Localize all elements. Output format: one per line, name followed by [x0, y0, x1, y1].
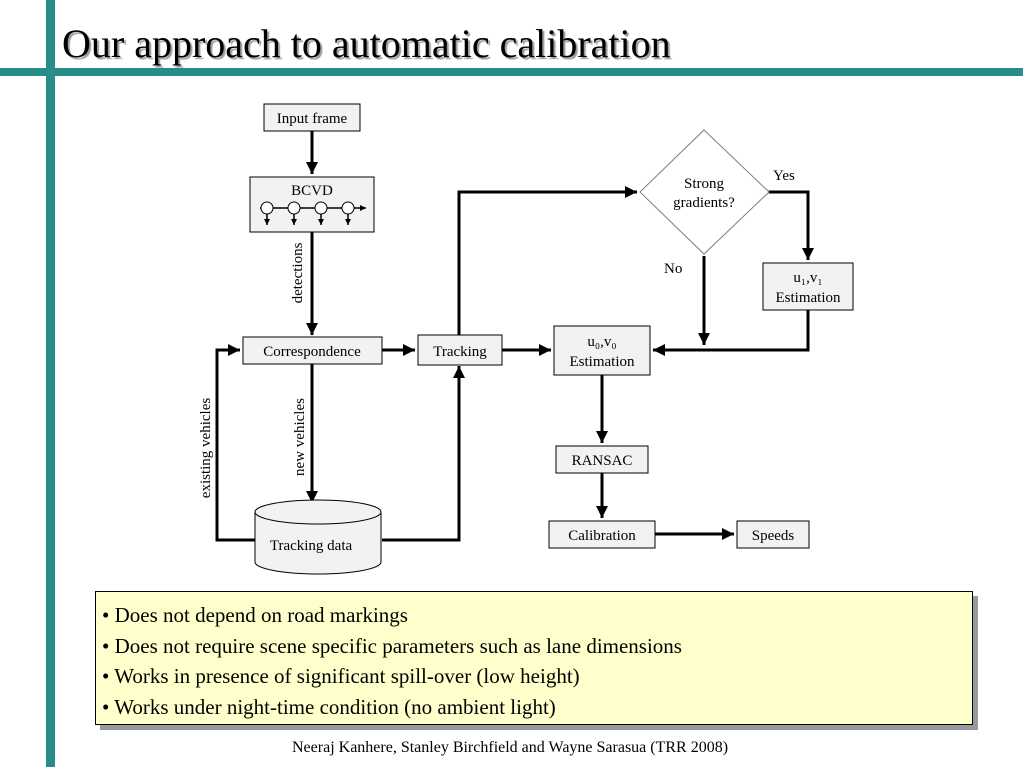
node-u0v0-line1: u₀,v₀ — [587, 334, 616, 350]
edge-label-existing-vehicles: existing vehicles — [198, 398, 214, 499]
node-speeds-label: Speeds — [752, 528, 795, 544]
flowchart-diagram: Input frame BCVD Correspondence Tracking — [198, 103, 854, 575]
edge-tracking-data-to-tracking — [382, 366, 465, 542]
node-u1v1-estimation: u₁,v₁ Estimation — [762, 262, 854, 311]
bullet-item: • Does not depend on road markings — [102, 603, 408, 627]
node-tracking-data: Tracking data — [254, 499, 382, 575]
node-ransac: RANSAC — [555, 445, 649, 474]
slide-footer-citation: Neeraj Kanhere, Stanley Birchfield and W… — [292, 739, 729, 756]
node-u0v0-estimation: u₀,v₀ Estimation — [553, 325, 651, 376]
node-tracking-label: Tracking — [433, 344, 487, 360]
node-calibration-label: Calibration — [568, 528, 636, 544]
node-bcvd: BCVD — [249, 176, 375, 233]
node-correspondence: Correspondence — [242, 336, 383, 365]
node-u1v1-line1: u₁,v₁ — [793, 270, 822, 286]
edge-label-yes: Yes — [773, 168, 795, 184]
slide-title: Our approach to automatic calibration — [62, 21, 671, 66]
node-u0v0-line2: Estimation — [570, 354, 635, 370]
bullet-item: • Does not require scene specific parame… — [102, 633, 682, 658]
node-input-frame-label: Input frame — [277, 111, 348, 127]
node-tracking: Tracking — [417, 334, 503, 366]
node-strong-gradients: Strong gradients? — [639, 129, 770, 255]
node-ransac-label: RANSAC — [572, 453, 633, 469]
edge-label-new-vehicles: new vehicles — [292, 398, 308, 476]
edge-label-no: No — [664, 261, 682, 277]
node-strong-gradients-line1: Strong — [684, 176, 725, 192]
edge-label-detections: detections — [290, 242, 306, 303]
node-correspondence-label: Correspondence — [263, 344, 361, 360]
bullet-item: • Works under night-time condition (no a… — [102, 694, 556, 719]
node-bcvd-label: BCVD — [291, 183, 333, 199]
node-u1v1-line2: Estimation — [776, 290, 841, 306]
edge-u1v1-to-u0v0 — [653, 310, 810, 356]
diagram-edges — [215, 131, 814, 542]
edge-tracking-to-strong-gradients — [457, 186, 637, 335]
bullet-box: • Does not depend on road markings • Doe… — [95, 591, 973, 725]
node-strong-gradients-line2: gradients? — [673, 195, 735, 211]
edge-yes-to-u1v1 — [768, 190, 814, 260]
node-tracking-data-label: Tracking data — [270, 538, 353, 554]
bullet-item: • Works in presence of significant spill… — [102, 664, 580, 688]
edge-tracking-data-to-correspondence — [215, 344, 255, 542]
node-speeds: Speeds — [736, 520, 810, 549]
vertical-accent-bar — [46, 0, 55, 767]
node-calibration: Calibration — [548, 520, 656, 549]
node-input-frame: Input frame — [263, 103, 361, 132]
bcvd-chain-icon — [260, 201, 366, 225]
horizontal-accent-bar — [0, 68, 1023, 76]
bullet-list: • Does not depend on road markings • Doe… — [102, 600, 972, 722]
